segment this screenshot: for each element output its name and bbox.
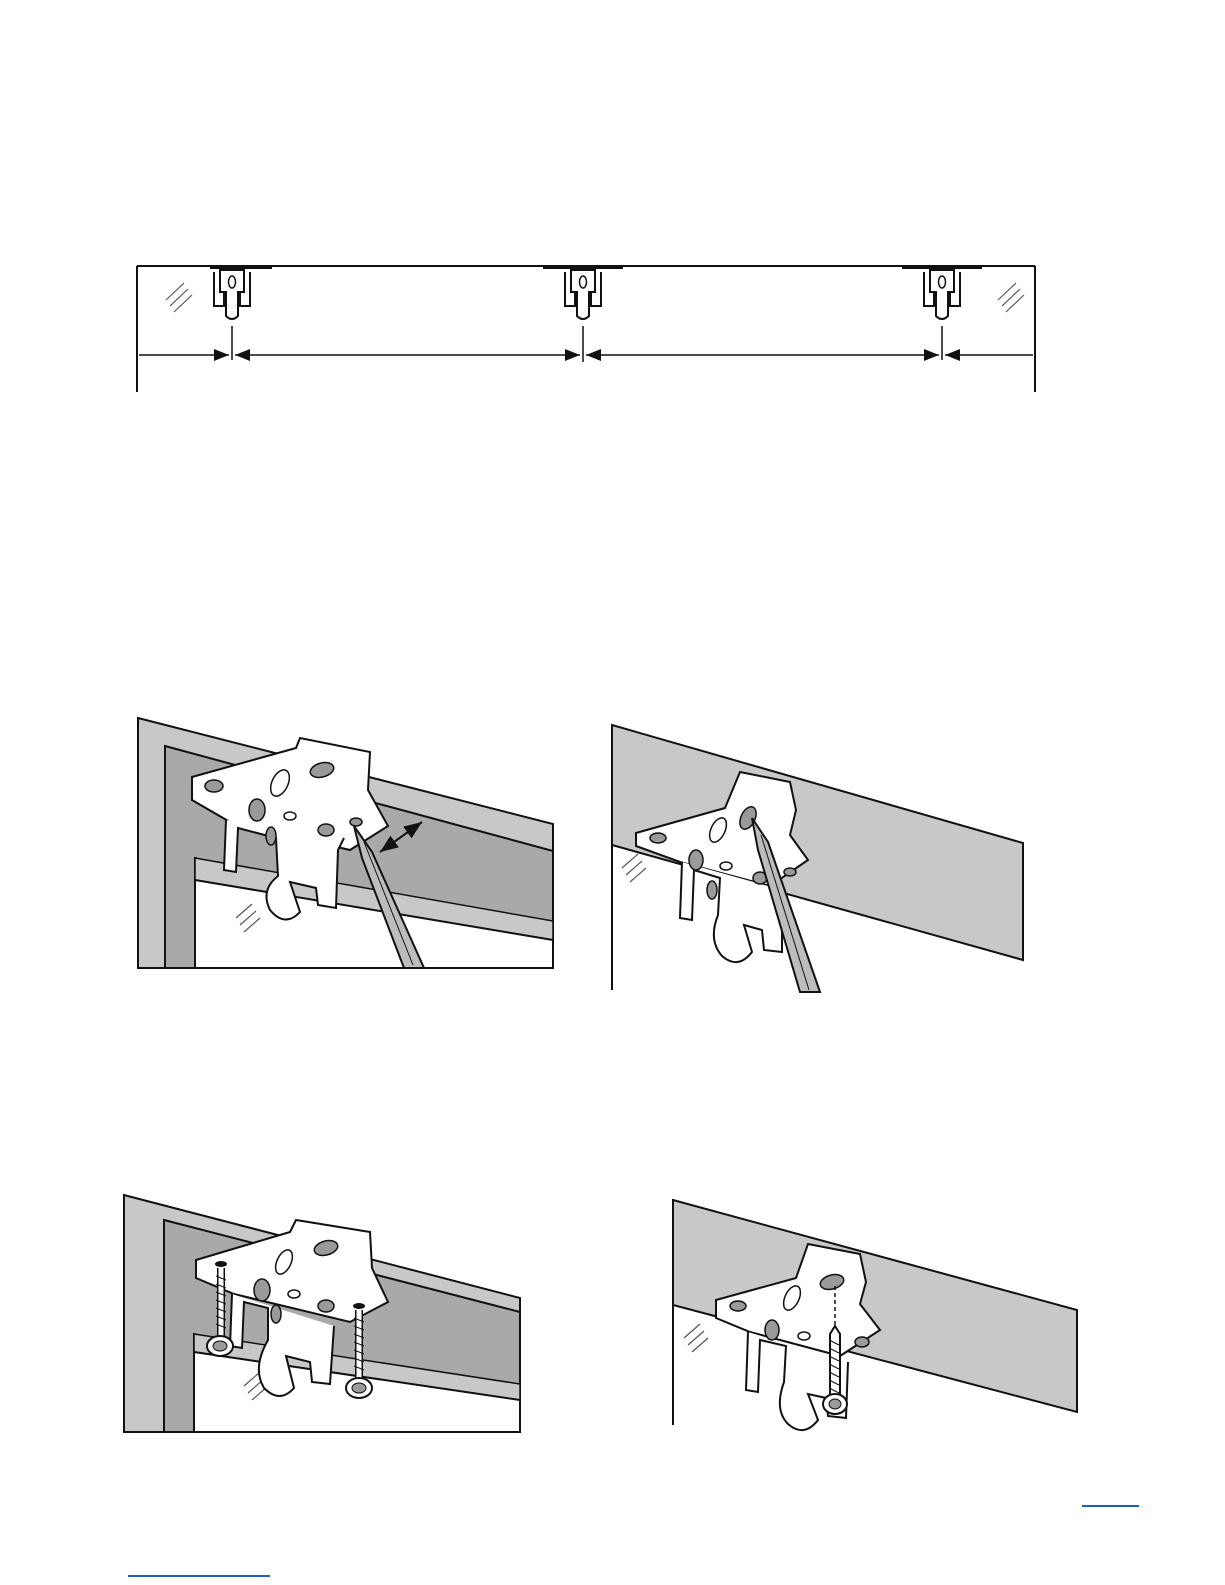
page-link-bottom[interactable] [128,1575,270,1577]
page-link-right[interactable] [1082,1505,1139,1507]
